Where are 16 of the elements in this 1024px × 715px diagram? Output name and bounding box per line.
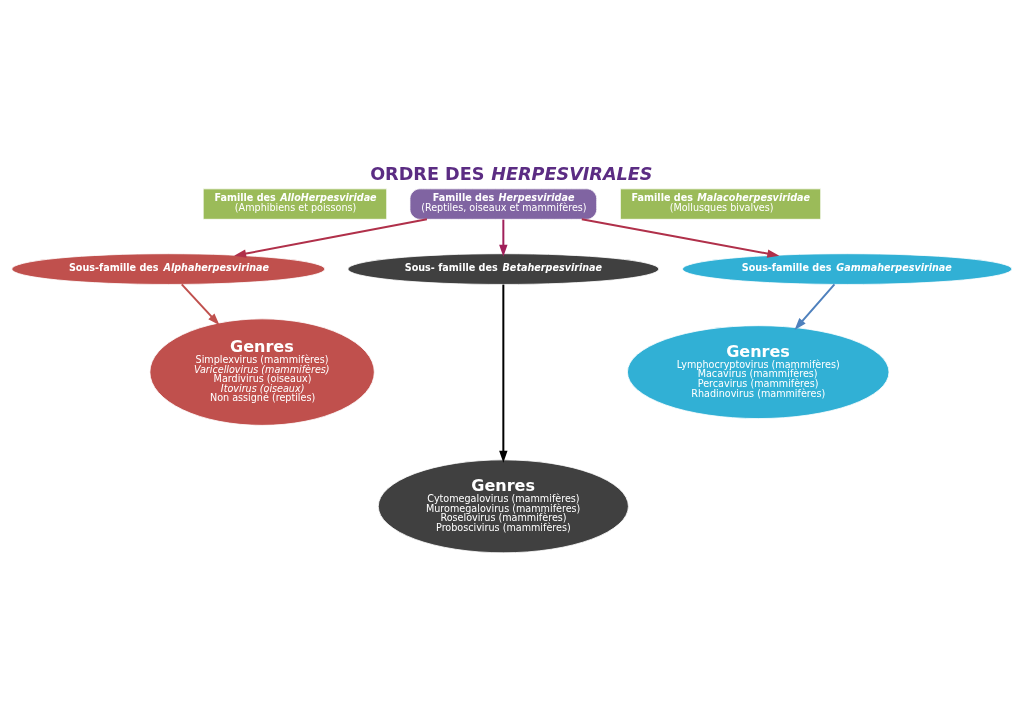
arrow (180, 282, 220, 325)
node-ellipse: Genres Simplexvirus (mammifères) Varicellovirus (mammifères) Mardivirus (oiseaux) Itovirus (oiseaux) Non assigné (reptiles) (149, 317, 375, 426)
node-ellipse: Sous-famille des Alphaherpesvirinae (11, 252, 326, 285)
node-ellipse: Sous- famille des Betaherpesvirinae (347, 252, 660, 285)
node-box: Famille des Herpesviridae (Reptiles, oiseaux et mammifères) (409, 187, 598, 220)
diagram-title: ORDRE DES HERPESVIRALES (370, 163, 653, 184)
node-ellipse: Genres Lymphocryptovirus (mammifères) Macavirus (mammifères) Percavirus (mammifères) Rhadinovirus (mammifères) (627, 324, 890, 419)
node-box: Famille des Malacoherpesviridae (Mollusques bivalves) (619, 187, 822, 220)
arrow (499, 283, 508, 463)
arrow (794, 282, 836, 330)
arrow (234, 217, 428, 258)
arrow (580, 217, 780, 258)
node-ellipse: Sous-famille des Gammaherpesvirinae (682, 252, 1013, 285)
node-ellipse: Genres Cytomegalovirus (mammifères) Muromegalovirus (mammifères) Roselovirus (mammifères) Proboscivirus (mammifères) (377, 458, 629, 553)
node-box: Famille des AlloHerpesviridae (Amphibiens et poissons) (202, 187, 388, 220)
arrow (499, 218, 508, 257)
